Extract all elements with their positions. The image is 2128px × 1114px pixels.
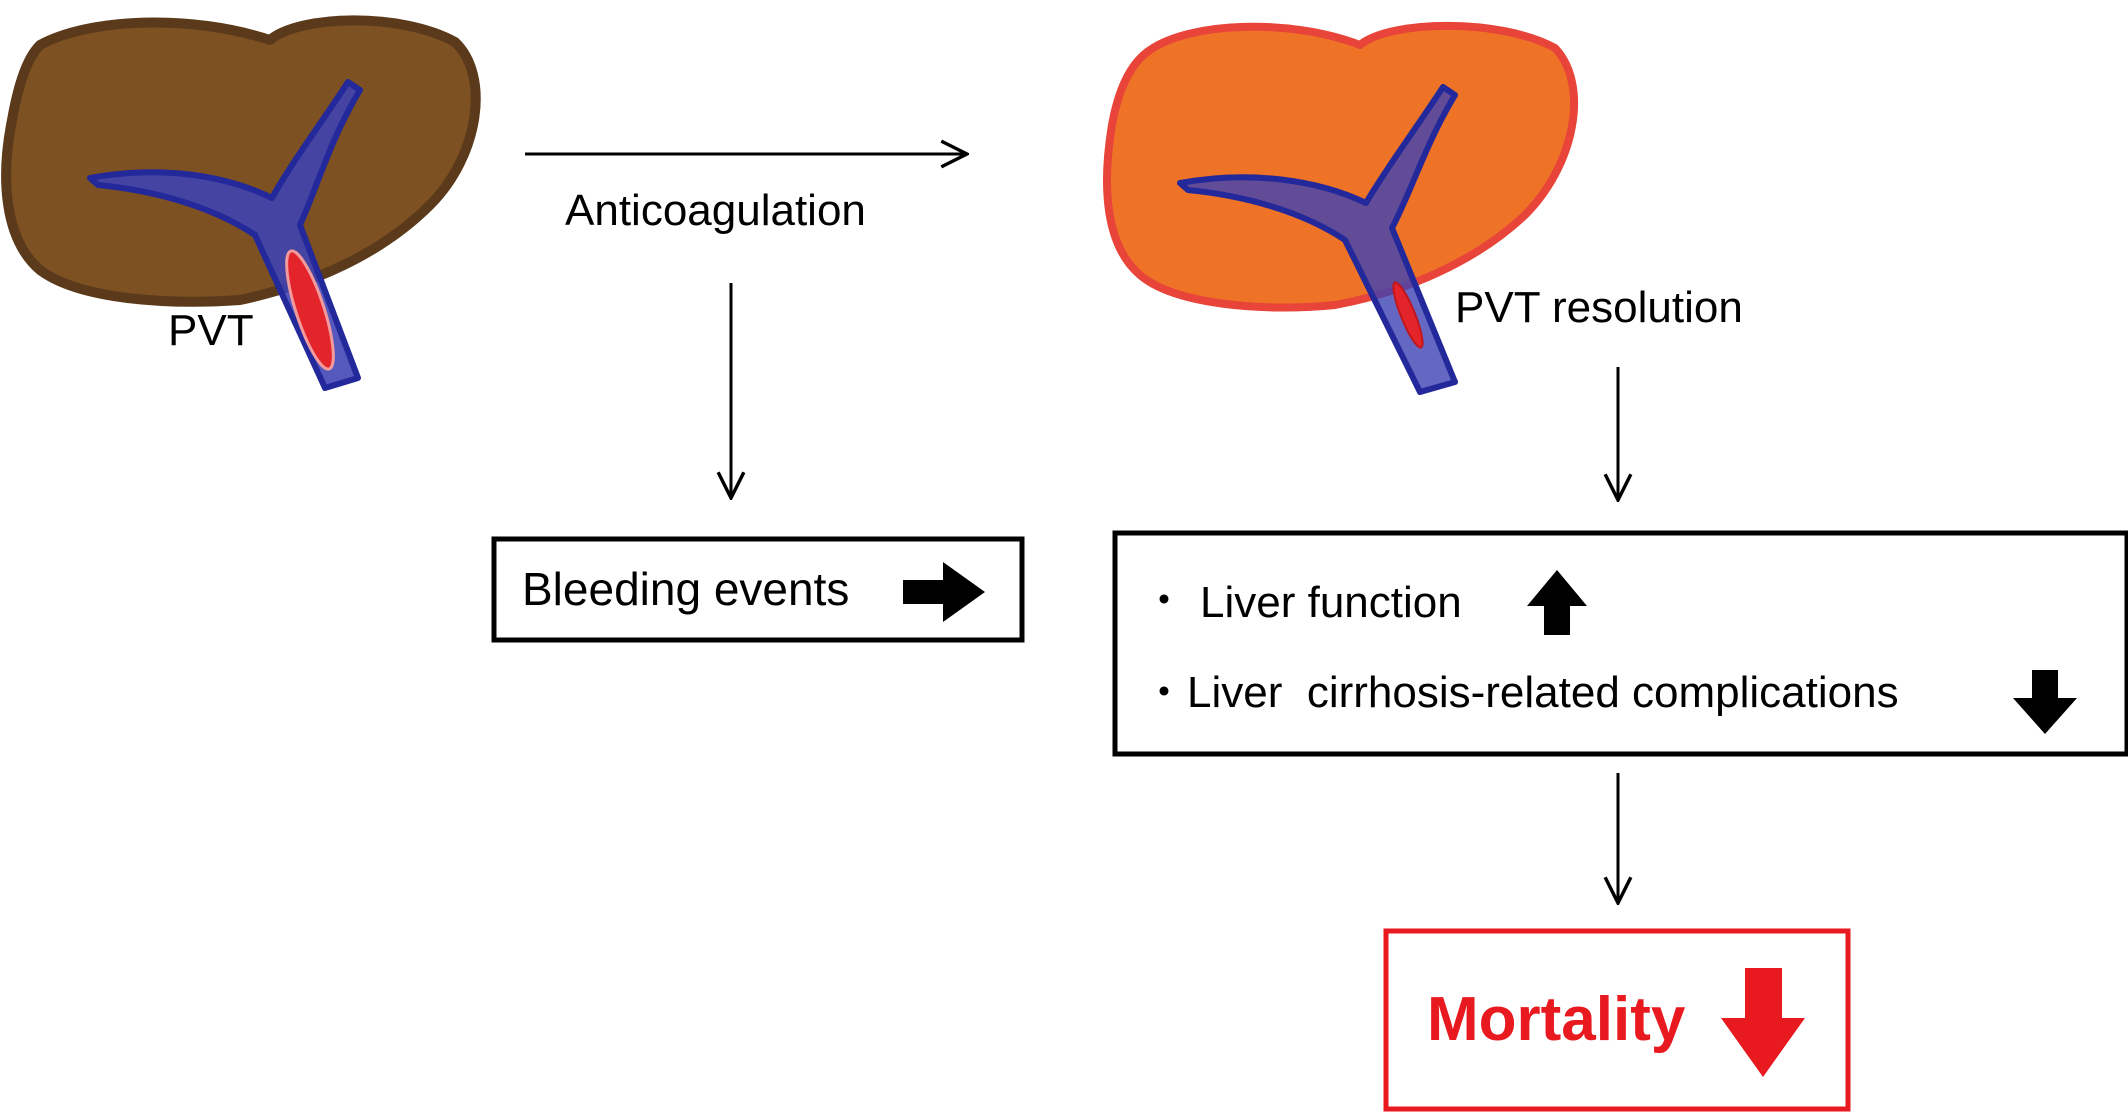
mortality-label: Mortality [1427,985,1686,1054]
thrombus-large [285,249,335,371]
bleeding-events-label: Bleeding events [522,563,849,615]
liver-after [1103,21,1578,312]
mortality-down-arrow-icon [1721,968,1805,1077]
liver-before-illustration [1,15,481,391]
outcomes-box [1112,530,2128,757]
up-arrow-icon [1527,570,1587,635]
right-arrow-icon [903,562,985,622]
liver-before [1,15,481,307]
anticoagulation-label: Anticoagulation [565,186,866,235]
bullet-complications: ・ [1143,669,1185,716]
pvt-label: PVT [168,306,254,355]
thrombus-small [1392,281,1424,349]
complications-label: Liver cirrhosis-related complications [1187,668,1899,717]
portal-vein-after [1177,84,1458,395]
portal-vein-before [87,79,363,391]
liver-after-illustration [1103,21,1578,395]
bullet-liver-function: ・ [1143,577,1185,624]
liver-function-label: Liver function [1200,578,1462,627]
down-arrow-icon [2013,670,2077,734]
pvt-resolution-label: PVT resolution [1455,283,1743,332]
